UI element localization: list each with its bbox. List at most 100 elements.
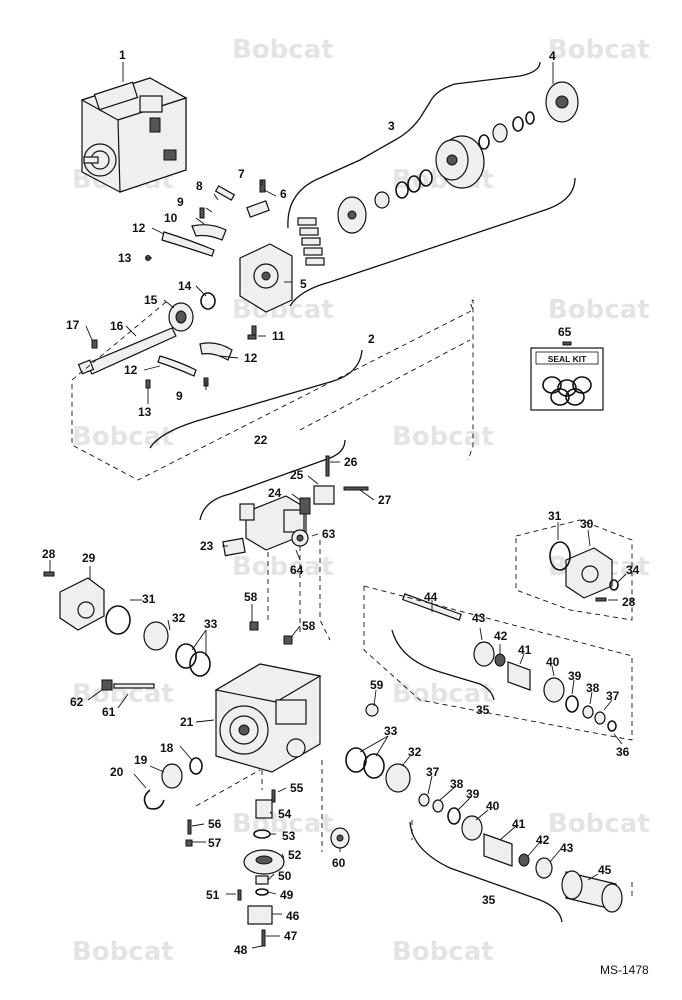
callout-46: 46	[286, 909, 300, 923]
callout-59: 59	[370, 678, 384, 692]
swashplate	[145, 179, 293, 339]
callout-11: 11	[272, 329, 285, 343]
brace-group-2	[149, 349, 363, 449]
callout-30: 30	[580, 517, 594, 531]
watermark-text: Bobcat	[392, 937, 494, 967]
callout-26: 26	[344, 455, 358, 469]
callout-27: 27	[378, 493, 392, 507]
callout-23: 23	[200, 539, 214, 553]
callout-16: 16	[110, 319, 124, 333]
callout-51: 51	[206, 888, 220, 902]
callout-33a: 33	[204, 617, 218, 631]
callout-43a: 43	[472, 611, 486, 625]
callout-12a: 12	[132, 221, 146, 235]
callout-42a: 42	[494, 629, 508, 643]
watermark-text: Bobcat	[232, 35, 334, 65]
callout-55: 55	[290, 781, 304, 795]
callout-57: 57	[208, 836, 222, 850]
callout-34: 34	[626, 563, 640, 577]
watermark-logo: Bobcat	[548, 295, 650, 325]
brace-group-22	[199, 439, 346, 521]
callout-58a: 58	[244, 590, 258, 604]
callout-20: 20	[110, 765, 124, 779]
callout-13a: 13	[118, 251, 132, 265]
callout-5: 5	[300, 277, 307, 291]
servo-lower-leader	[411, 820, 633, 900]
watermark-text: Bobcat	[72, 422, 174, 452]
callout-48: 48	[234, 943, 248, 957]
callout-42b: 42	[536, 833, 550, 847]
callout-40a: 40	[546, 655, 560, 669]
callout-6: 6	[280, 187, 287, 201]
callout-36: 36	[616, 745, 630, 759]
servo-lower	[418, 793, 623, 913]
watermark-text: Bobcat	[548, 809, 650, 839]
callout-3: 3	[388, 119, 395, 133]
callout-13b: 13	[138, 405, 152, 419]
brace-group-35-upper	[391, 629, 495, 701]
brace-group-2-top	[289, 177, 576, 307]
callout-41a: 41	[518, 643, 532, 657]
callout-25: 25	[290, 468, 304, 482]
watermark-text: Bobcat	[232, 552, 334, 582]
bottom-stack-leader	[195, 760, 323, 852]
callout-35b: 35	[482, 893, 496, 907]
servo-upper	[402, 593, 617, 732]
watermark-text: Bobcat	[392, 422, 494, 452]
callout-2: 2	[368, 332, 375, 346]
right-seals	[345, 747, 411, 793]
callout-14: 14	[178, 279, 192, 293]
callout-41b: 41	[512, 817, 526, 831]
callout-39b: 39	[466, 787, 480, 801]
callout-54: 54	[278, 807, 292, 821]
leader-lines	[49, 62, 627, 949]
callout-22: 22	[254, 433, 268, 447]
group-22-leader	[267, 540, 331, 641]
callout-63: 63	[322, 527, 336, 541]
callout-32b: 32	[408, 745, 422, 759]
bottom-stack	[185, 789, 350, 947]
callout-32a: 32	[172, 611, 186, 625]
main-housing	[101, 621, 379, 773]
watermark-text: Bobcat	[548, 35, 650, 65]
watermark-logo: Bobcat	[392, 937, 494, 967]
callout-35a: 35	[476, 703, 490, 717]
watermark-logo: Bobcat	[548, 35, 650, 65]
callout-50: 50	[278, 869, 292, 883]
watermark-logo: Bobcat	[548, 809, 650, 839]
callout-28b: 28	[622, 595, 636, 609]
watermark-logo: Bobcat	[232, 809, 334, 839]
callout-43b: 43	[560, 841, 574, 855]
watermark-logo: Bobcat	[232, 35, 334, 65]
callout-47: 47	[284, 929, 298, 943]
callout-21: 21	[180, 715, 194, 729]
watermark-text: Bobcat	[232, 809, 334, 839]
drive-shaft	[77, 302, 257, 389]
cylinder-kit	[297, 81, 579, 266]
callout-28a: 28	[42, 547, 56, 561]
callout-38b: 38	[450, 777, 464, 791]
callout-29: 29	[82, 551, 96, 565]
callout-31b: 31	[548, 509, 562, 523]
pump-assembly	[80, 77, 188, 193]
callout-1: 1	[119, 48, 126, 62]
piston-set	[297, 217, 325, 266]
group-2-outline	[71, 299, 474, 481]
callout-52: 52	[288, 848, 302, 862]
callout-37a: 37	[606, 689, 620, 703]
callout-33b: 33	[384, 724, 398, 738]
callout-58b: 58	[302, 619, 316, 633]
watermark-text: Bobcat	[548, 295, 650, 325]
callout-65: 65	[558, 325, 572, 339]
callout-4: 4	[549, 49, 556, 63]
figure-code: MS-1478	[600, 963, 649, 977]
callout-17: 17	[66, 318, 80, 332]
right-cover-outline	[515, 519, 633, 621]
control-valve	[222, 455, 369, 557]
servo-upper-outline	[363, 585, 633, 741]
callout-62: 62	[70, 695, 84, 709]
callout-7: 7	[238, 167, 245, 181]
brace-group-3	[287, 61, 541, 229]
seal-kit-box: SEAL KIT	[530, 341, 604, 411]
